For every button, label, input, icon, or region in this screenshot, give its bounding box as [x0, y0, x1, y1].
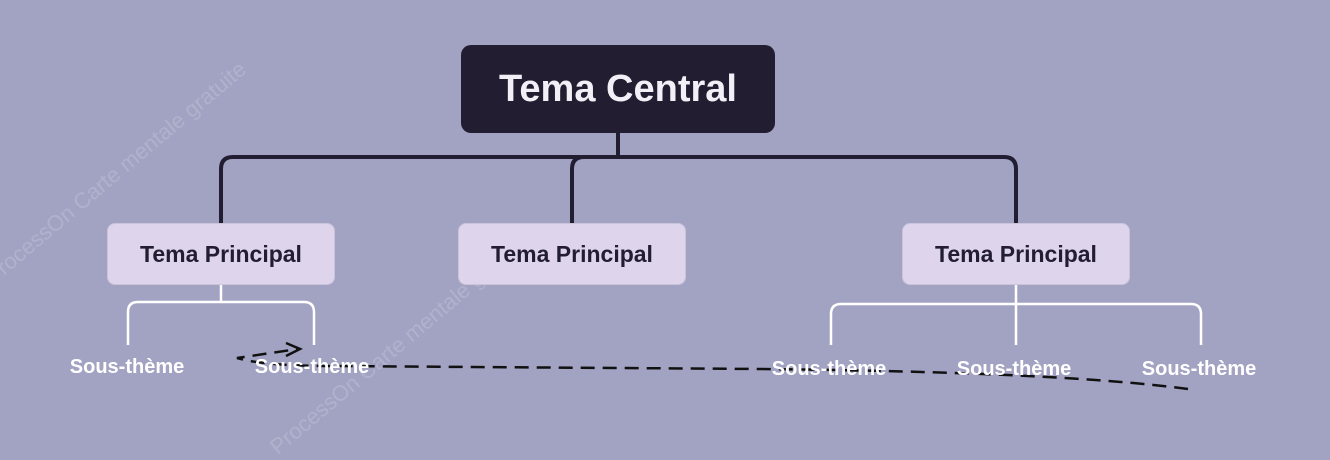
connector-main3-subtopics	[829, 285, 1203, 345]
main-topic-node[interactable]: Tema Principal	[902, 223, 1130, 285]
relationship-arrowhead	[285, 341, 303, 358]
subtopic-node[interactable]: Sous-thème	[69, 356, 185, 378]
subtopic-node[interactable]: Sous-thème	[1141, 358, 1257, 380]
subtopic-node[interactable]: Sous-thème	[771, 358, 887, 380]
central-topic-node[interactable]: Tema Central	[461, 45, 775, 133]
main-topic-node[interactable]: Tema Principal	[107, 223, 335, 285]
connector-central-main	[219, 133, 1018, 223]
connector-main1-subtopics	[126, 285, 316, 345]
subtopic-node[interactable]: Sous-thème	[254, 356, 370, 378]
dashed-relationship-line	[236, 347, 1189, 391]
main-topic-node[interactable]: Tema Principal	[458, 223, 686, 285]
subtopic-node[interactable]: Sous-thème	[956, 358, 1072, 380]
